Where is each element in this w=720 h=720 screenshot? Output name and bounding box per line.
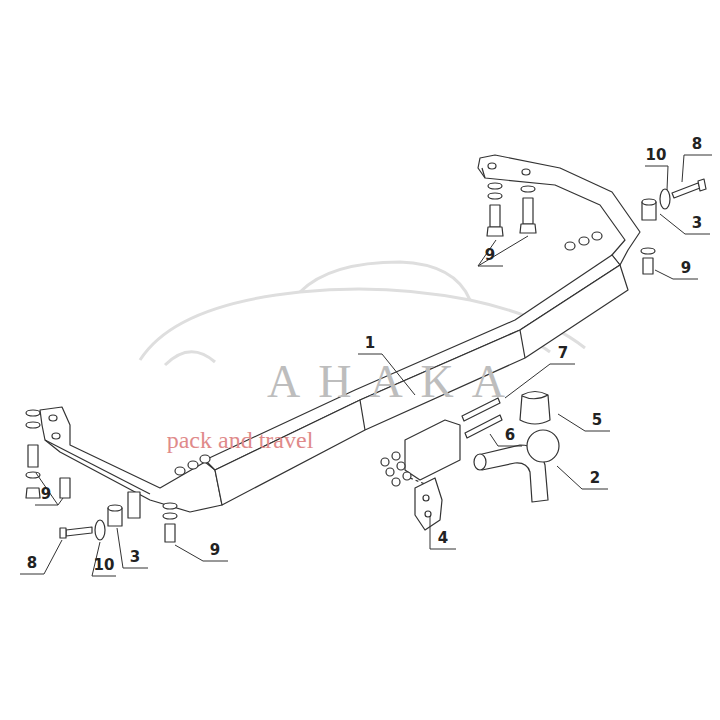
towbar-parts [26, 155, 706, 542]
callout-number: 1 [365, 336, 375, 351]
watermark-text: AHAKA [267, 359, 523, 405]
callout-number: 3 [130, 550, 140, 565]
callout-number: 9 [681, 261, 691, 276]
callout-number: 4 [438, 531, 448, 546]
callout-number: 6 [505, 428, 515, 443]
callout-number: 10 [94, 558, 115, 573]
callout-number: 8 [27, 556, 37, 571]
callout-number: 10 [646, 148, 667, 163]
callout-number: 9 [485, 248, 495, 263]
callout-number: 5 [592, 413, 602, 428]
leader-lines [20, 155, 712, 576]
watermark-text: pack and travel [167, 428, 314, 452]
callout-number: 7 [558, 346, 568, 361]
callout-number: 2 [590, 471, 600, 486]
callout-number: 9 [210, 543, 220, 558]
callout-number: 8 [692, 137, 702, 152]
callout-number: 9 [41, 487, 51, 502]
callout-number: 3 [692, 216, 702, 231]
